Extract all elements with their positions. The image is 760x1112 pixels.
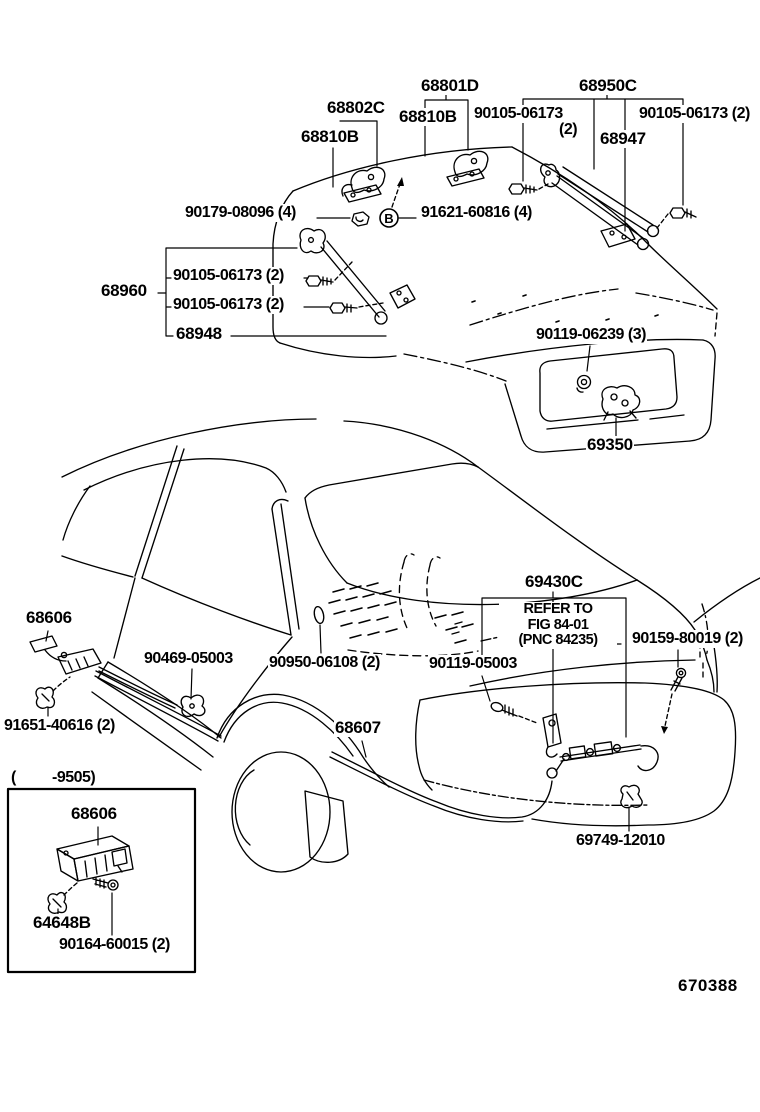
- part-label-68801D: 68801D: [420, 76, 480, 95]
- part-label-90105-qty: (2): [558, 121, 579, 139]
- part-label-68960: 68960: [100, 281, 148, 300]
- part-label-90105-06173-topright: 90105-06173 (2): [638, 105, 751, 123]
- part-label-68606-inset: 68606: [70, 804, 118, 823]
- inset-drawing: [6, 787, 197, 974]
- part-label-90119-06239: 90119-06239 (3): [535, 326, 647, 344]
- part-label-68607: 68607: [334, 718, 382, 737]
- refer-note-line3: (PNC 84235): [518, 632, 598, 648]
- part-label-90950-06108: 90950-06108 (2): [268, 654, 381, 672]
- refer-note-line2: FIG 84-01: [527, 616, 589, 633]
- part-label-69430C: 69430C: [524, 572, 584, 591]
- part-label-90105-06173-a: 90105-06173 (2): [172, 267, 285, 285]
- trunk-lid-drawing: [272, 146, 718, 453]
- part-label-68802C: 68802C: [326, 98, 386, 117]
- part-label-90469-05003: 90469-05003: [143, 650, 234, 668]
- part-label-64648B: 64648B: [32, 913, 92, 932]
- car-body-drawing: [29, 418, 760, 873]
- part-label-68606: 68606: [25, 608, 73, 627]
- leader-lines-top: [157, 93, 684, 437]
- leader-lines-body: [45, 591, 679, 832]
- refer-note-line1: REFER TO: [523, 601, 593, 617]
- part-label-90164-60015: 90164-60015 (2): [58, 936, 171, 954]
- part-label-68810B-lower: 68810B: [300, 127, 360, 146]
- part-label-69350: 69350: [586, 435, 634, 454]
- part-label-91621-60816: 91621-60816 (4): [420, 204, 533, 222]
- inset-range-code: -9505): [51, 769, 97, 787]
- figure-number: 670388: [678, 976, 738, 995]
- part-label-68810B-upper: 68810B: [398, 107, 458, 126]
- part-label-90179-08096: 90179-08096 (4): [184, 204, 297, 222]
- part-label-68950C: 68950C: [578, 76, 638, 95]
- part-label-90105-06173-topleft: 90105-06173: [473, 105, 564, 123]
- part-label-90119-05003: 90119-05003: [428, 655, 518, 673]
- part-label-90105-06173-b: 90105-06173 (2): [172, 296, 285, 314]
- part-label-68947: 68947: [599, 129, 647, 148]
- part-label-90159-80019: 90159-80019 (2): [631, 630, 744, 648]
- part-label-68948: 68948: [175, 324, 223, 343]
- part-label-91651-40616: 91651-40616 (2): [3, 717, 116, 735]
- part-label-69749-12010: 69749-12010: [575, 832, 666, 850]
- inset-range-paren: (: [10, 769, 17, 787]
- circled-b-marker: B: [384, 211, 393, 226]
